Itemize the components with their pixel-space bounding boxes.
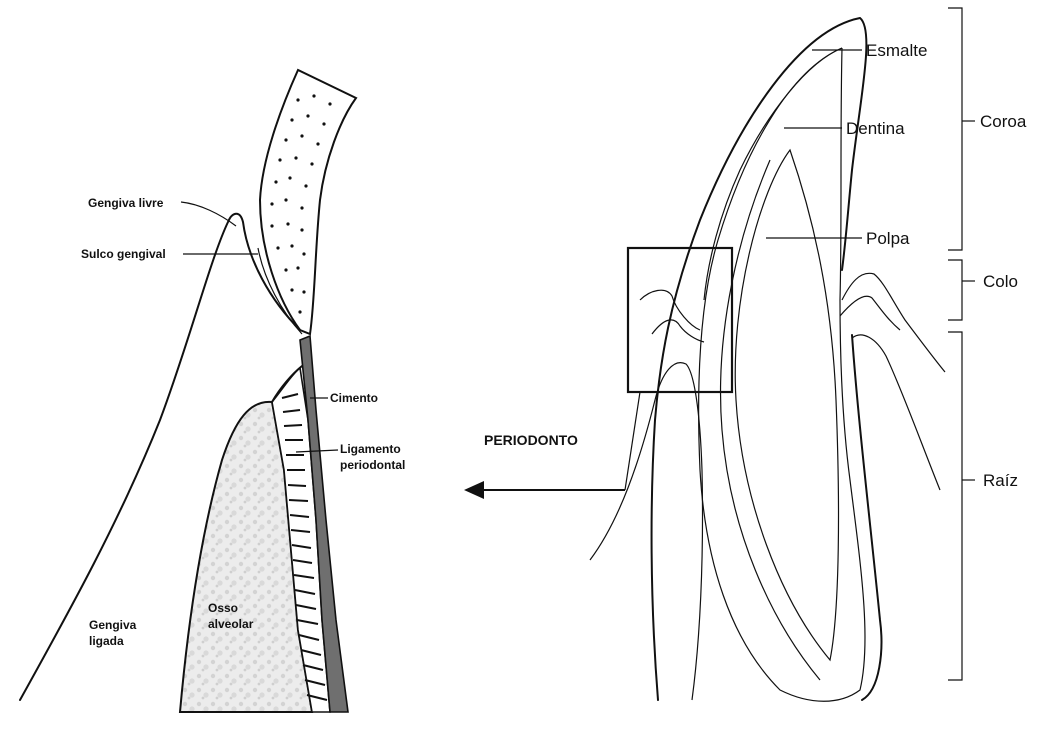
- label-colo: Colo: [983, 272, 1018, 291]
- label-periodonto: PERIODONTO: [484, 432, 578, 448]
- label-gengiva-ligada-2: ligada: [89, 634, 124, 648]
- gingiva-right-inner: [840, 296, 900, 330]
- label-cimento: Cimento: [330, 391, 378, 405]
- label-sulco-gengival: Sulco gengival: [81, 247, 166, 261]
- dentine-outline: [699, 48, 865, 701]
- label-osso-2: alveolar: [208, 617, 254, 631]
- label-dentina: Dentina: [846, 119, 905, 138]
- label-osso-1: Osso: [208, 601, 238, 615]
- arrow-head: [464, 481, 484, 499]
- gingiva-left: [640, 290, 700, 330]
- periodontium-detail: Gengiva livre Sulco gengival Cimento Lig…: [20, 70, 405, 712]
- bone-left: [590, 363, 703, 700]
- label-raiz: Raíz: [983, 471, 1018, 490]
- root-outer-right: [852, 335, 881, 700]
- detail-box: [628, 248, 732, 392]
- bracket-coroa: [948, 8, 975, 250]
- label-gengiva-livre: Gengiva livre: [88, 196, 164, 210]
- tooth-diagram: Esmalte Dentina Polpa Coroa Colo Raíz: [590, 8, 1027, 701]
- label-polpa: Polpa: [866, 229, 910, 248]
- label-esmalte: Esmalte: [866, 41, 927, 60]
- label-ligamento-2: periodontal: [340, 458, 405, 472]
- bone-right: [852, 335, 940, 490]
- pulp-outline: [735, 150, 838, 660]
- bracket-colo: [948, 260, 975, 320]
- label-ligamento-1: Ligamento: [340, 442, 401, 456]
- gingiva-right: [842, 273, 945, 372]
- label-coroa: Coroa: [980, 112, 1027, 131]
- label-gengiva-ligada-1: Gengiva: [89, 618, 137, 632]
- periodonto-arrow: PERIODONTO: [464, 432, 625, 499]
- gingiva-left-inner: [652, 320, 704, 342]
- tooth-outer: [652, 18, 867, 700]
- bracket-raiz: [948, 332, 975, 680]
